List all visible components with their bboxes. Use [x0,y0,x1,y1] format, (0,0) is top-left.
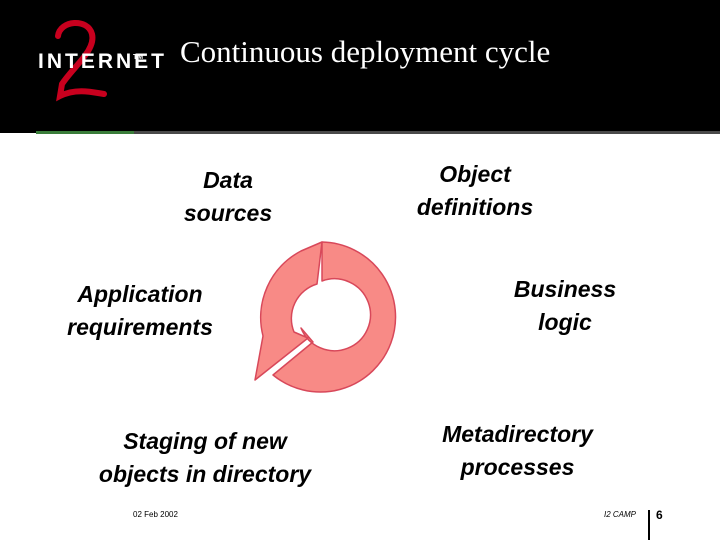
footer-event: I2 CAMP [604,510,637,519]
label-business-logic: Business logic [513,276,617,335]
label-object-definitions: Object definitions [416,161,534,220]
logo-text: INTERNET [38,50,167,73]
footer-date: 02 Feb 2002 [133,510,178,519]
header-banner: INTERNET TM Continuous deployment cycle [0,0,720,133]
label-application-requirements: Application requirements [67,281,213,340]
label-data-sources: Data sources [183,167,273,226]
cycle-arrow [254,241,397,393]
label-staging: Staging of new objects in directory [98,428,312,487]
page-number: 6 [656,508,663,522]
internet2-logo: INTERNET TM [30,14,164,109]
header-rule [134,131,720,134]
slide-title: Continuous deployment cycle [180,34,551,69]
label-metadirectory: Metadirectory processes [442,421,593,480]
internet2-numeral-icon [55,20,107,102]
footer-divider [648,510,650,540]
header-rule-accent [36,131,134,134]
logo-trademark: TM [133,54,144,61]
